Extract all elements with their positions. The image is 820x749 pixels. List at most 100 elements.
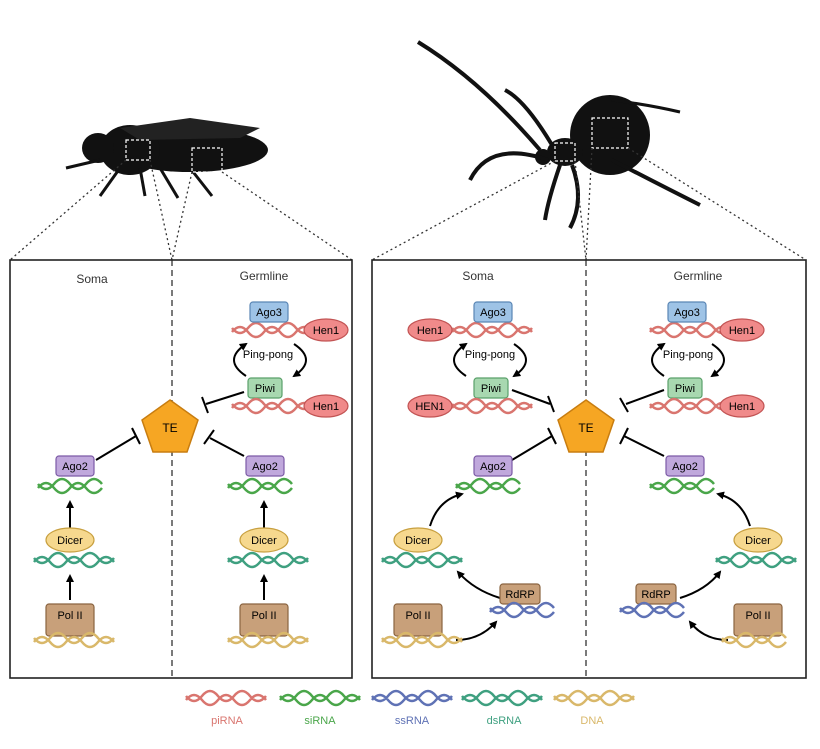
left-dicer-germ-label: Dicer xyxy=(251,535,277,547)
left-hen1-top-label: Hen1 xyxy=(313,325,339,337)
right-pingpong-germ-label: Ping-pong xyxy=(663,349,713,361)
left-dna-germ xyxy=(227,631,309,649)
right-rdrp-germ-label: RdRP xyxy=(641,589,670,601)
fly-silhouette xyxy=(65,118,268,199)
right-ago3-soma-box xyxy=(473,301,513,323)
left-piwi-inhibit xyxy=(205,391,245,405)
right-germline-label: Germline xyxy=(674,269,723,283)
right-dna-soma xyxy=(381,631,463,649)
left-soma-label: Soma xyxy=(76,272,108,286)
right-piwi-soma-box xyxy=(473,377,509,399)
right-ago2-soma-box xyxy=(473,455,513,477)
right-hen1-soma-bottom-label: HEN1 xyxy=(415,401,444,413)
right-piwi-soma-label: Piwi xyxy=(481,383,501,395)
right-pol2-soma-box xyxy=(393,603,443,637)
right-ssrna-soma xyxy=(489,601,555,619)
right-pirna-germ-top xyxy=(649,321,731,339)
spider-silhouette xyxy=(416,40,701,229)
right-pingpong-germ-arc-right xyxy=(710,343,725,378)
left-dsrna-germ xyxy=(227,551,309,569)
right-dsrna-soma xyxy=(381,551,463,569)
right-pingpong-soma-arc-left xyxy=(453,342,468,377)
left-ago2-germ-inhibit xyxy=(209,437,245,457)
left-sirna-soma xyxy=(37,477,103,495)
left-piwi-box xyxy=(247,377,283,399)
right-soma-arrow-dicer-ago2 xyxy=(429,491,464,527)
right-ago2-germ-inhibit xyxy=(623,435,665,457)
left-pol2-soma-label: Pol II xyxy=(57,610,82,622)
right-dna-germ xyxy=(721,631,787,649)
left-te-label: TE xyxy=(162,421,177,435)
legend-dna-label: DNA xyxy=(580,715,604,727)
right-hen1-germ-top-label: Hen1 xyxy=(729,325,755,337)
right-ago3-germ-label: Ago3 xyxy=(674,307,700,319)
right-sirna-soma xyxy=(455,477,521,495)
left-pingpong-arc-left xyxy=(233,342,248,377)
right-germ-arrow-dicer-ago2 xyxy=(716,491,751,527)
right-rdrp-germ-box xyxy=(635,583,677,605)
right-soma-label: Soma xyxy=(462,269,494,283)
left-ago2-soma-box xyxy=(55,455,95,477)
right-te-pentagon xyxy=(557,399,615,453)
left-germline-label: Germline xyxy=(240,269,289,283)
legend-dsrna-helix xyxy=(461,689,543,707)
left-dna-soma xyxy=(33,631,115,649)
legend-pirna-label: piRNA xyxy=(211,715,243,727)
legend-ssrna-helix xyxy=(371,689,453,707)
right-ago2-soma-inhibit xyxy=(511,435,553,461)
right-dicer-soma-label: Dicer xyxy=(405,535,431,547)
right-ssrna-germ xyxy=(619,601,685,619)
left-ago3-box xyxy=(249,301,289,323)
legend-dsrna-label: dsRNA xyxy=(487,715,523,727)
left-dicer-soma xyxy=(45,527,95,553)
left-pol2-germ-label: Pol II xyxy=(251,610,276,622)
left-piwi-label: Piwi xyxy=(255,383,275,395)
right-pingpong-germ-arc-left xyxy=(651,342,666,377)
right-pirna-soma-bottom xyxy=(451,397,533,415)
right-hen1-soma-bottom xyxy=(407,394,453,418)
legend: piRNA siRNA ssRNA dsRNA DNA xyxy=(185,689,635,727)
right-dsrna-germ xyxy=(715,551,797,569)
right-ago2-germ-label: Ago2 xyxy=(672,461,698,473)
right-dicer-germ-label: Dicer xyxy=(745,535,771,547)
right-piwi-germ-inhibit xyxy=(625,389,665,405)
right-pol2-germ-box xyxy=(733,603,783,637)
right-hen1-soma-top xyxy=(407,318,453,342)
right-hen1-soma-top-label: Hen1 xyxy=(417,325,443,337)
left-hen1-bottom xyxy=(303,394,349,418)
right-sirna-germ xyxy=(649,477,715,495)
right-hen1-germ-top xyxy=(719,318,765,342)
right-piwi-germ-box xyxy=(667,377,703,399)
right-pol2-germ-label: Pol II xyxy=(745,610,770,622)
left-hen1-bottom-label: Hen1 xyxy=(313,401,339,413)
legend-pirna-helix xyxy=(185,689,267,707)
right-piwi-soma-inhibit xyxy=(511,389,551,405)
right-ago3-soma-label: Ago3 xyxy=(480,307,506,319)
right-ago2-germ-box xyxy=(665,455,705,477)
left-ago2-germ-box xyxy=(245,455,285,477)
right-ago3-germ-box xyxy=(667,301,707,323)
left-dicer-soma-label: Dicer xyxy=(57,535,83,547)
right-hen1-germ-bottom xyxy=(719,394,765,418)
legend-ssrna-label: ssRNA xyxy=(395,715,430,727)
zoom-lines xyxy=(9,147,807,261)
left-pirna-bottom xyxy=(231,397,313,415)
right-dicer-germ xyxy=(733,527,783,553)
right-piwi-germ-label: Piwi xyxy=(675,383,695,395)
right-pingpong-soma-arc-right xyxy=(512,343,527,378)
left-ago2-soma-label: Ago2 xyxy=(62,461,88,473)
right-soma-arrow-rdrp-dsrna xyxy=(456,570,501,599)
right-te-label: TE xyxy=(578,421,593,435)
right-germ-arrow-rdrp-dsrna xyxy=(679,570,722,599)
left-dicer-germ xyxy=(239,527,289,553)
left-te-pentagon xyxy=(141,399,199,453)
right-pirna-germ-bottom xyxy=(649,397,731,415)
left-ago3-label: Ago3 xyxy=(256,307,282,319)
left-pol2-germ-box xyxy=(239,603,289,637)
left-ago2-germ-label: Ago2 xyxy=(252,461,278,473)
right-ago2-soma-label: Ago2 xyxy=(480,461,506,473)
right-hen1-germ-bottom-label: Hen1 xyxy=(729,401,755,413)
left-dsrna-soma xyxy=(33,551,115,569)
left-pirna-top xyxy=(231,321,313,339)
right-dicer-soma xyxy=(393,527,443,553)
